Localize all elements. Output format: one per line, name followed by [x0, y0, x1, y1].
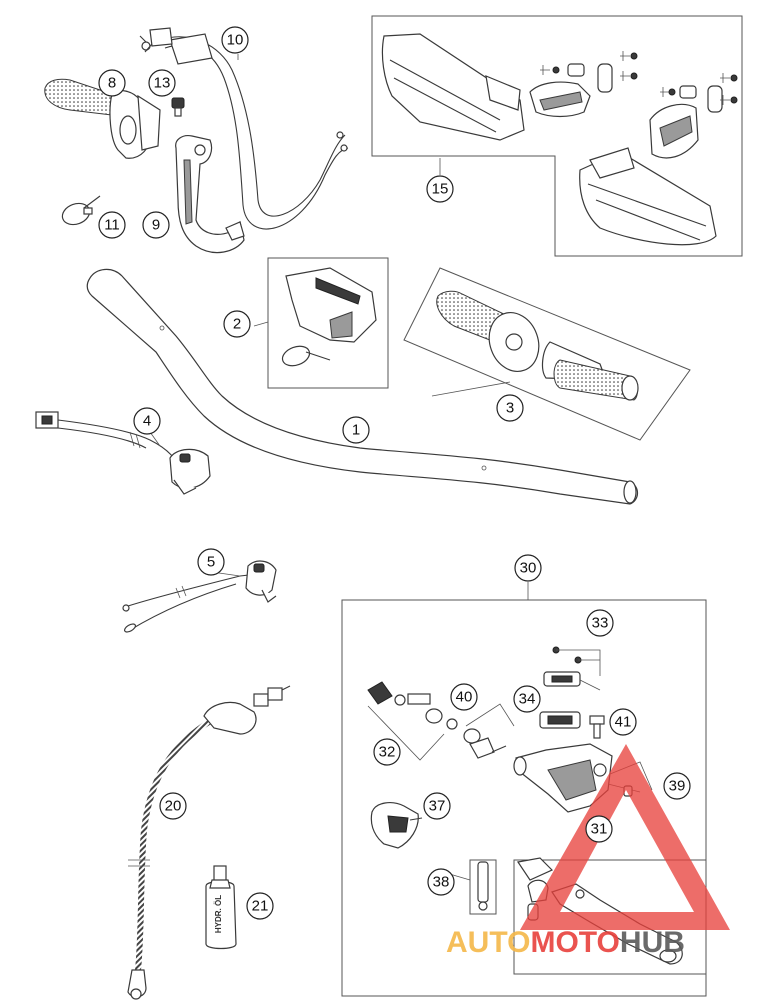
clutch-master-cylinder-box [341, 582, 707, 997]
callout-30-label: 30 [520, 560, 537, 577]
callout-21: 21 [246, 892, 274, 920]
callout-20-label: 20 [165, 798, 182, 815]
callout-4-label: 4 [143, 413, 151, 430]
callout-34: 34 [513, 685, 541, 713]
callout-15-label: 15 [432, 181, 449, 198]
callout-5-label: 5 [207, 554, 215, 571]
callout-13-label: 13 [154, 75, 171, 92]
throttle-grip [44, 78, 161, 159]
throttle-housing [175, 135, 245, 254]
callout-3: 3 [496, 394, 524, 422]
watermark-text: AUTOMOTOHUB [446, 926, 685, 959]
callout-34-label: 34 [519, 691, 536, 708]
callout-32-label: 32 [379, 744, 396, 761]
callout-5: 5 [197, 548, 225, 576]
callout-15: 15 [426, 175, 454, 203]
callout-3-label: 3 [506, 400, 514, 417]
callout-32: 32 [373, 738, 401, 766]
callout-2-label: 2 [233, 316, 241, 333]
switch-4 [35, 411, 211, 495]
callout-37-label: 37 [429, 798, 446, 815]
callout-31-label: 31 [591, 821, 608, 838]
bottle-label: HYDR. ÖL [214, 895, 223, 933]
callout-30: 30 [514, 554, 542, 582]
watermark-moto: MOTO [530, 926, 619, 959]
clutch-hose [127, 685, 291, 1000]
watermark-triangle [520, 744, 730, 930]
handguard-kit [371, 15, 743, 257]
callout-10-label: 10 [227, 32, 244, 49]
grip-set-box [267, 257, 389, 389]
hydraulic-oil-bottle [205, 865, 237, 950]
callout-41: 41 [609, 708, 637, 736]
callout-39-label: 39 [669, 778, 686, 795]
callout-1-label: 1 [352, 422, 360, 439]
callout-8-label: 8 [108, 75, 116, 92]
callout-33: 33 [586, 609, 614, 637]
watermark-hub: HUB [620, 926, 685, 959]
callout-13: 13 [148, 69, 176, 97]
watermark-auto: AUTO [446, 926, 530, 959]
grips [403, 267, 691, 441]
callout-40: 40 [450, 683, 478, 711]
callout-38-label: 38 [433, 874, 450, 891]
callout-2: 2 [223, 310, 251, 338]
callout-33-label: 33 [592, 615, 609, 632]
switch-5 [122, 560, 277, 633]
callout-31: 31 [585, 815, 613, 843]
callout-1: 1 [342, 416, 370, 444]
callout-4: 4 [133, 407, 161, 435]
watermark: AUTOMOTOHUB [446, 744, 730, 959]
callout-8: 8 [98, 69, 126, 97]
callout-20: 20 [159, 792, 187, 820]
callout-39: 39 [663, 772, 691, 800]
callout-11: 11 [98, 211, 126, 239]
callout-21-label: 21 [252, 898, 269, 915]
callout-9: 9 [142, 211, 170, 239]
callout-40-label: 40 [456, 689, 473, 706]
screw-13 [171, 97, 185, 117]
callout-41-label: 41 [615, 714, 632, 731]
throttle-cables [139, 27, 349, 230]
callout-10: 10 [221, 26, 249, 54]
callouts: 1 2 3 4 5 8 9 10 11 13 15 20 21 30 31 32… [98, 26, 691, 920]
callout-9-label: 9 [152, 217, 160, 234]
callout-37: 37 [423, 792, 451, 820]
handlebar [86, 268, 639, 505]
callout-11-label: 11 [104, 217, 120, 234]
cable-tie-11 [61, 195, 101, 226]
callout-38: 38 [427, 868, 455, 896]
